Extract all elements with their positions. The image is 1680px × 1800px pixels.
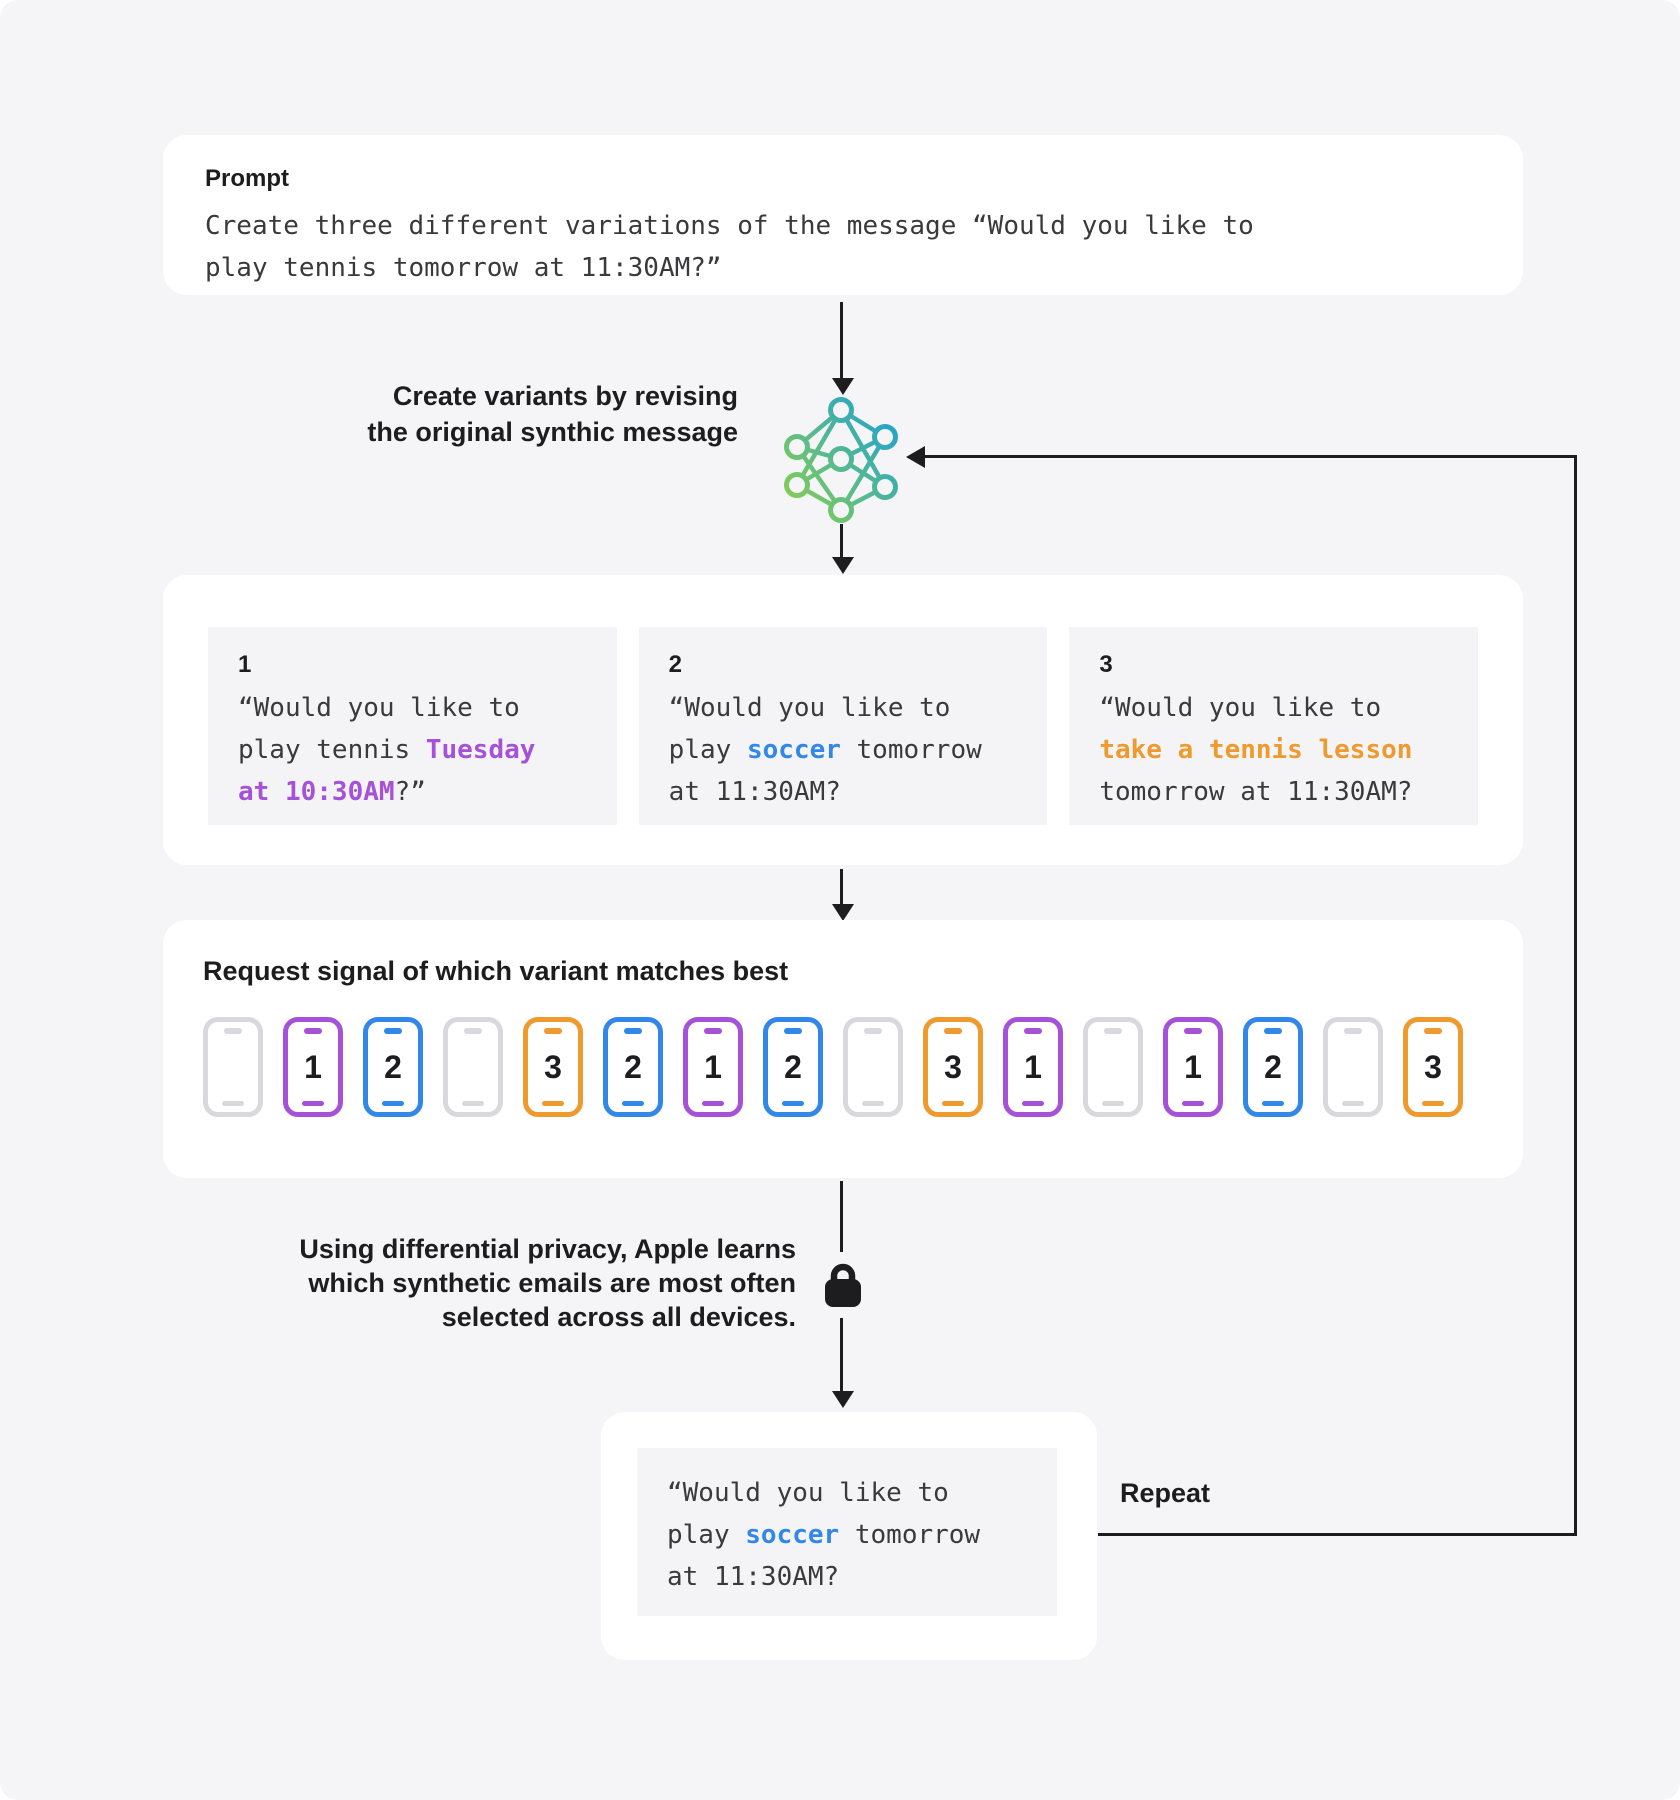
phone-device-empty	[443, 1017, 503, 1117]
feedback-arrow-head	[906, 446, 925, 468]
variants-card: 1 “Would you like to play tennis Tuesday…	[163, 575, 1523, 865]
phone-variant-number: 1	[704, 1049, 722, 1085]
result-text: “Would you like to play soccer tomorrow …	[667, 1472, 999, 1598]
result-text-highlight: soccer	[745, 1520, 840, 1550]
repeat-label: Repeat	[1120, 1478, 1211, 1508]
result-text-post: tomorrow at 11:30AM?	[667, 1520, 981, 1592]
generator-label: Create variants by revising the original…	[240, 378, 738, 450]
phone-device-empty	[203, 1017, 263, 1117]
phone-variant-number: 3	[544, 1049, 562, 1085]
phone-device-variant-1: 1	[283, 1017, 343, 1117]
generator-label-line1: Create variants by revising	[392, 381, 738, 411]
phone-device-variant-1: 1	[683, 1017, 743, 1117]
prompt-text: Create three different variations of the…	[205, 211, 1254, 283]
phone-variant-number: 3	[1424, 1049, 1442, 1085]
variant-text-pre: “Would you like to play	[668, 693, 951, 765]
variant-text-pre: “Would you like to	[1099, 693, 1382, 723]
phone-device-variant-2: 2	[763, 1017, 823, 1117]
flow-arrow-line	[840, 1181, 843, 1252]
phone-device-variant-2: 2	[363, 1017, 423, 1117]
privacy-note-line1: Using differential privacy, Apple learns	[299, 1234, 796, 1264]
variant-number: 3	[1099, 651, 1113, 678]
phone-device-variant-3: 3	[923, 1017, 983, 1117]
phone-variant-number: 2	[784, 1049, 802, 1085]
variant-text: “Would you like to take a tennis lesson …	[1099, 687, 1431, 813]
variant-card-1: 1 “Would you like to play tennis Tuesday…	[208, 627, 617, 825]
phone-device-variant-1: 1	[1003, 1017, 1063, 1117]
phone-device-empty	[843, 1017, 903, 1117]
phones-row: 1 2 3 2 1 2 3 1 1 2 3	[203, 1017, 1483, 1117]
phone-variant-number: 3	[944, 1049, 962, 1085]
variant-text: “Would you like to play tennis Tuesday a…	[238, 687, 570, 813]
privacy-note: Using differential privacy, Apple learns…	[240, 1232, 796, 1334]
phone-variant-number: 2	[384, 1049, 402, 1085]
phone-variant-number: 2	[624, 1049, 642, 1085]
variant-text-highlight: Tuesday at 10:30AM	[238, 735, 536, 807]
variant-card-3: 3 “Would you like to take a tennis lesso…	[1069, 627, 1479, 825]
variant-text-highlight: take a tennis lesson	[1099, 735, 1413, 765]
neural-network-icon	[784, 397, 898, 523]
variant-text-pre: “Would you like to play tennis	[238, 693, 520, 765]
phone-variant-number: 1	[1184, 1049, 1202, 1085]
variant-text-post: ?”	[394, 777, 426, 807]
signal-title: Request signal of which variant matches …	[203, 956, 789, 986]
prompt-card: Prompt Create three different variations…	[163, 135, 1523, 295]
phone-variant-number: 1	[1024, 1049, 1042, 1085]
phone-variant-number: 1	[304, 1049, 322, 1085]
flow-arrow-head	[832, 904, 854, 921]
flow-arrow-head	[832, 1391, 854, 1408]
variant-number: 1	[238, 651, 252, 678]
flow-arrow-line	[840, 302, 843, 378]
phone-device-variant-3: 3	[1403, 1017, 1463, 1117]
flow-arrow-head	[832, 378, 854, 395]
variant-number: 2	[668, 651, 683, 678]
variant-card-2: 2 “Would you like to play soccer tomorro…	[638, 627, 1048, 825]
feedback-arrow-top-line	[925, 455, 1577, 458]
variant-text-post: tomorrow at 11:30AM?	[668, 735, 982, 807]
phone-device-variant-2: 2	[603, 1017, 663, 1117]
prompt-label: Prompt	[205, 165, 289, 192]
result-text-pre: “Would you like to play	[667, 1478, 949, 1550]
phone-device-variant-1: 1	[1163, 1017, 1223, 1117]
flow-arrow-line	[840, 869, 843, 904]
generator-label-line2: the original synthic message	[367, 417, 738, 447]
variant-text: “Would you like to play soccer tomorrow …	[669, 687, 1001, 813]
result-card: “Would you like to play soccer tomorrow …	[601, 1412, 1097, 1660]
lock-icon	[825, 1263, 861, 1307]
flow-arrow-head	[832, 557, 854, 574]
feedback-arrow-right-line	[1574, 455, 1577, 1536]
privacy-note-line2: which synthetic emails are most often	[308, 1268, 796, 1298]
phone-device-variant-2: 2	[1243, 1017, 1303, 1117]
privacy-note-line3: selected across all devices.	[441, 1302, 796, 1332]
feedback-arrow-bottom-line	[1098, 1533, 1577, 1536]
variant-text-highlight: soccer	[746, 735, 841, 765]
result-box: “Would you like to play soccer tomorrow …	[637, 1448, 1057, 1616]
phone-device-empty	[1323, 1017, 1383, 1117]
signal-card: Request signal of which variant matches …	[163, 920, 1523, 1178]
flow-arrow-line	[840, 1318, 843, 1391]
phone-variant-number: 2	[1264, 1049, 1282, 1085]
phone-device-empty	[1083, 1017, 1143, 1117]
flow-arrow-line	[840, 524, 843, 557]
phone-device-variant-3: 3	[523, 1017, 583, 1117]
variant-text-post: tomorrow at 11:30AM?	[1099, 777, 1413, 807]
